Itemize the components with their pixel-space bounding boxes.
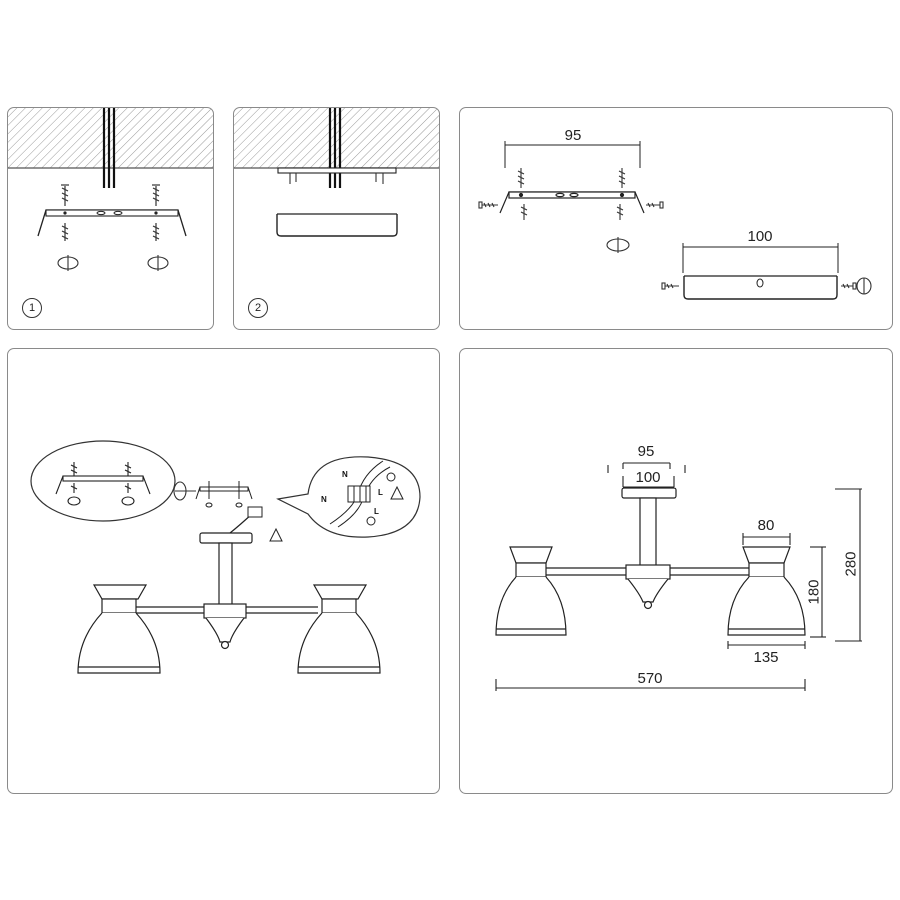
mounting-bracket [499, 191, 645, 214]
canopy [276, 214, 398, 237]
step-number-badge: 2 [248, 298, 268, 318]
total-height-dimension [835, 488, 862, 642]
bracket-dimensions-panel: 95 100 [459, 107, 893, 330]
canopy-width-label: 100 [747, 228, 773, 245]
product-dimensions-panel: 95 100 80 180 280 135 570 [459, 348, 893, 794]
product-dimensions-illustration [495, 462, 862, 691]
wall-plugs [57, 255, 169, 271]
total-width-label: 570 [637, 670, 663, 687]
mounting-screws [61, 184, 160, 206]
shade-bottom-dimension [727, 641, 806, 649]
chandelier-wiring-view [77, 532, 381, 674]
bracket-spacing-dimension [607, 462, 686, 473]
canopy-width-dimension [682, 243, 839, 273]
ceiling-hatch [234, 108, 439, 168]
step-number-badge: 1 [22, 298, 42, 318]
chandelier-front-view [495, 487, 806, 636]
power-cables [328, 108, 342, 188]
total-height-label: 280 [842, 551, 860, 577]
step-1-illustration [8, 108, 213, 271]
live-wire-label-bottom: L [374, 507, 379, 516]
step-1-panel: 1 [7, 107, 214, 330]
hole-spacing-label: 95 [564, 127, 582, 144]
neutral-wire-label-top: N [342, 470, 348, 479]
shade-height-label: 180 [805, 579, 823, 605]
total-width-dimension [495, 679, 806, 691]
canopy-width-label: 100 [635, 469, 661, 486]
mounting-bracket [277, 167, 397, 174]
canopy-width-dimension [622, 476, 675, 488]
shade-top-label: 80 [757, 517, 775, 534]
bracket-dimensions-illustration [478, 141, 872, 300]
power-cables [102, 108, 116, 188]
bracket-spacing-label: 95 [637, 443, 655, 460]
shade-bottom-label: 135 [753, 649, 779, 666]
neutral-wire-label-bottom: N [321, 495, 327, 504]
shade-height-dimension [810, 546, 826, 638]
hole-spacing-dimension [504, 141, 641, 168]
canopy [683, 276, 838, 300]
step-2-panel: 2 [233, 107, 440, 330]
wiring-illustration [30, 440, 421, 674]
shade-top-dimension [742, 533, 791, 545]
step-2-illustration [234, 108, 439, 237]
ceiling-hatch [8, 108, 213, 168]
wall-plug [606, 237, 630, 253]
live-wire-label-top: L [378, 488, 383, 497]
wiring-panel: N N L L [7, 348, 440, 794]
